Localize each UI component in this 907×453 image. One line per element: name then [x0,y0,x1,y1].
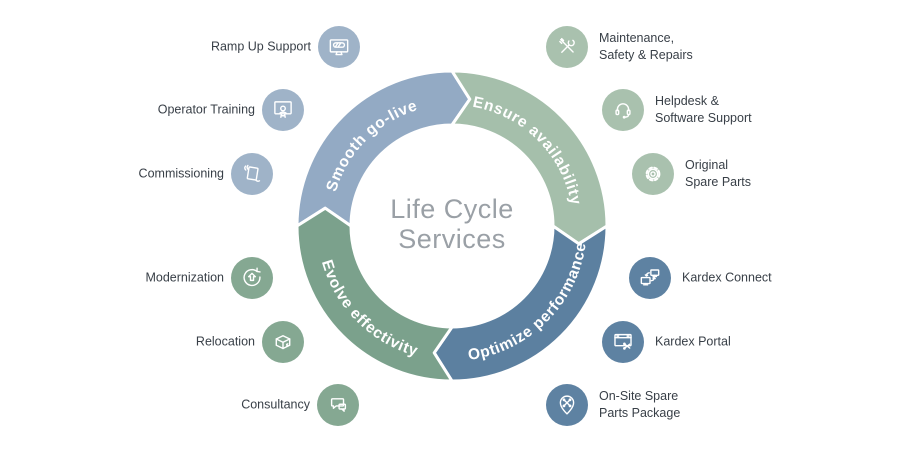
kardex-portal-icon [614,333,632,350]
label-operator-training: Operator Training [157,102,255,117]
operator-training-bubble [262,89,304,131]
label-commissioning: Commissioning [138,166,224,181]
commissioning-bubble [231,153,273,195]
label-relocation: Relocation [195,334,255,349]
diagram-title-line2: Services [398,224,506,254]
label-kardex-connect: Kardex Connect [682,270,772,285]
original-spare-parts-icon [645,166,661,182]
modernization-bubble [231,257,273,299]
label-consultancy: Consultancy [241,397,310,412]
consultancy-bubble [317,384,359,426]
label-kardex-portal: Kardex Portal [655,334,731,349]
kardex-connect-bubble [629,257,671,299]
relocation-icon [275,335,291,350]
kardex-portal-bubble [602,321,644,363]
helpdesk-software-support-bubble [602,89,644,131]
label-helpdesk-software-support: Helpdesk & Software Support [655,94,752,125]
original-spare-parts-bubble [632,153,674,195]
modernization-icon [243,267,261,287]
diagram-title: Life Cycle Services [352,194,552,254]
commissioning-icon [244,164,261,182]
segment-evolve-effectivity [295,206,454,383]
consultancy-icon [330,398,347,412]
on-site-spare-parts-package-bubble [546,384,588,426]
diagram-title-line1: Life Cycle [390,194,514,224]
helpdesk-software-support-icon [615,103,631,119]
ramp-up-support-bubble [318,26,360,68]
operator-training-icon [274,101,292,118]
label-original-spare-parts: Original Spare Parts [685,158,752,189]
label-ramp-up-support: Ramp Up Support [210,39,311,54]
on-site-spare-parts-package-icon [559,395,575,415]
ramp-up-support-icon [329,39,349,56]
kardex-connect-icon [640,269,660,286]
relocation-bubble [262,321,304,363]
label-on-site-spare-parts-package: On-Site Spare Parts Package [599,389,681,420]
maintenance-safety-repairs-icon [559,37,575,53]
label-maintenance-safety-repairs: Maintenance, Safety & Repairs [599,31,693,62]
label-modernization: Modernization [145,270,224,285]
maintenance-safety-repairs-bubble [546,26,588,68]
